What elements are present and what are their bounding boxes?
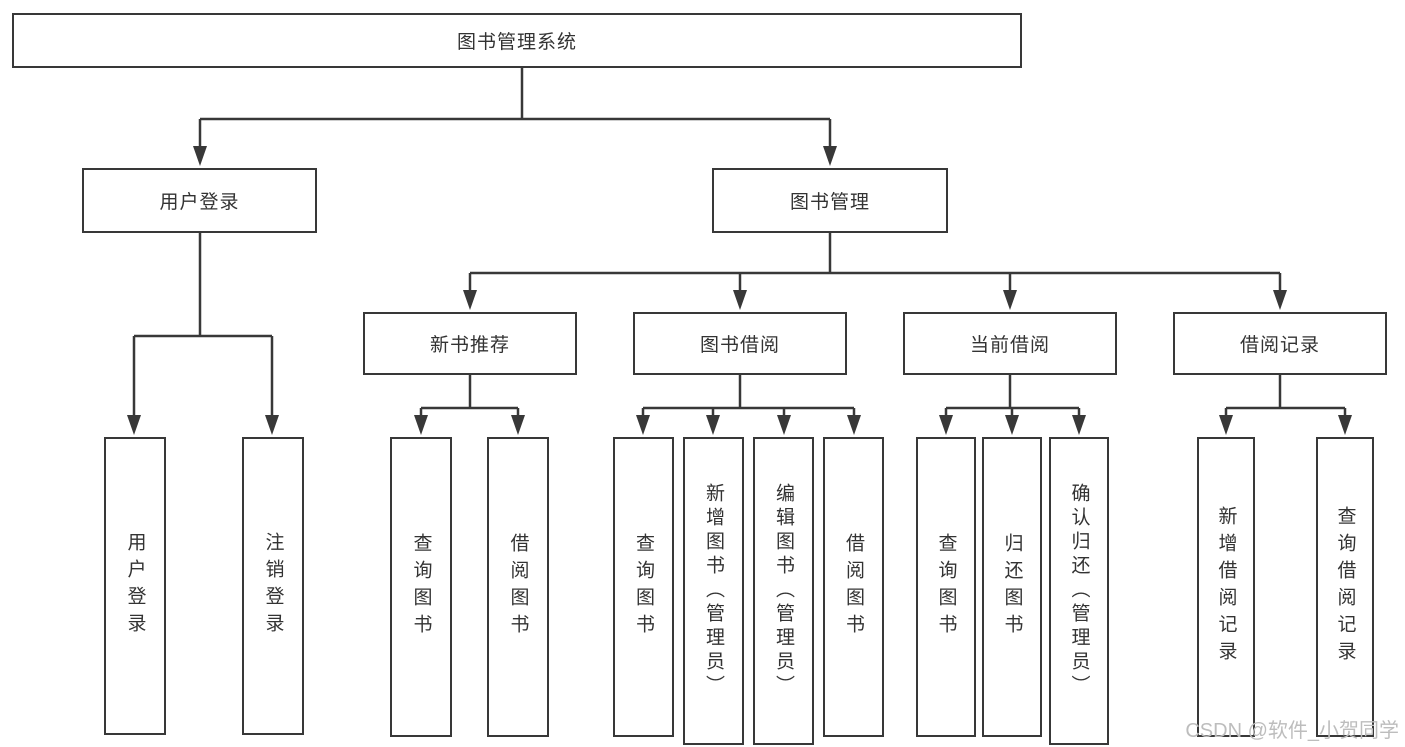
node-borrow-records-label: 借阅记录: [1239, 335, 1320, 356]
node-new-book-recommend: 新书推荐: [363, 312, 577, 375]
leaf-query-books-3: 查询图书: [916, 437, 976, 737]
node-user-login: 用户登录: [82, 168, 317, 233]
leaf-query-books-2-label: 查询图书: [633, 533, 654, 641]
node-library-management-system: 图书管理系统: [12, 13, 1022, 68]
leaf-query-books-1-label: 查询图书: [410, 533, 432, 641]
node-current-borrowing-label: 当前借阅: [969, 335, 1050, 356]
node-library-management-system-label: 图书管理系统: [456, 32, 577, 53]
node-book-management-label: 图书管理: [789, 192, 870, 213]
node-book-management: 图书管理: [712, 168, 948, 233]
leaf-query-borrow-record-label: 查询借阅记录: [1334, 506, 1356, 668]
leaf-add-borrow-record-label: 新增借阅记录: [1215, 506, 1237, 668]
node-borrow-records: 借阅记录: [1173, 312, 1387, 375]
leaf-add-book-admin: 新增图书（管理员）: [683, 437, 744, 745]
leaf-add-book-admin-label: 新增图书（管理员）: [703, 483, 724, 699]
leaf-query-books-3-label: 查询图书: [935, 533, 957, 641]
leaf-logout-label: 注销登录: [262, 532, 284, 640]
leaf-borrow-books-2-label: 借阅图书: [843, 533, 864, 641]
leaf-borrow-books-1-label: 借阅图书: [507, 533, 529, 641]
leaf-edit-book-admin: 编辑图书（管理员）: [753, 437, 814, 745]
leaf-query-books-1: 查询图书: [390, 437, 452, 737]
leaf-logout: 注销登录: [242, 437, 304, 735]
leaf-confirm-return-admin-label: 确认归还（管理员）: [1068, 483, 1090, 699]
node-book-borrowing-label: 图书借阅: [699, 335, 780, 356]
leaf-return-books-label: 归还图书: [1001, 533, 1023, 641]
leaf-query-borrow-record: 查询借阅记录: [1316, 437, 1374, 737]
leaf-query-books-2: 查询图书: [613, 437, 674, 737]
watermark: CSDN @软件_小贺同学: [1185, 720, 1399, 742]
node-book-borrowing: 图书借阅: [633, 312, 847, 375]
leaf-confirm-return-admin: 确认归还（管理员）: [1049, 437, 1109, 745]
leaf-borrow-books-1: 借阅图书: [487, 437, 549, 737]
leaf-user-login: 用户登录: [104, 437, 166, 735]
node-user-login-label: 用户登录: [159, 192, 240, 213]
leaf-return-books: 归还图书: [982, 437, 1042, 737]
leaf-edit-book-admin-label: 编辑图书（管理员）: [773, 483, 794, 699]
leaf-borrow-books-2: 借阅图书: [823, 437, 884, 737]
node-new-book-recommend-label: 新书推荐: [429, 335, 510, 356]
node-current-borrowing: 当前借阅: [903, 312, 1117, 375]
leaf-user-login-label: 用户登录: [124, 532, 146, 640]
leaf-add-borrow-record: 新增借阅记录: [1197, 437, 1255, 737]
